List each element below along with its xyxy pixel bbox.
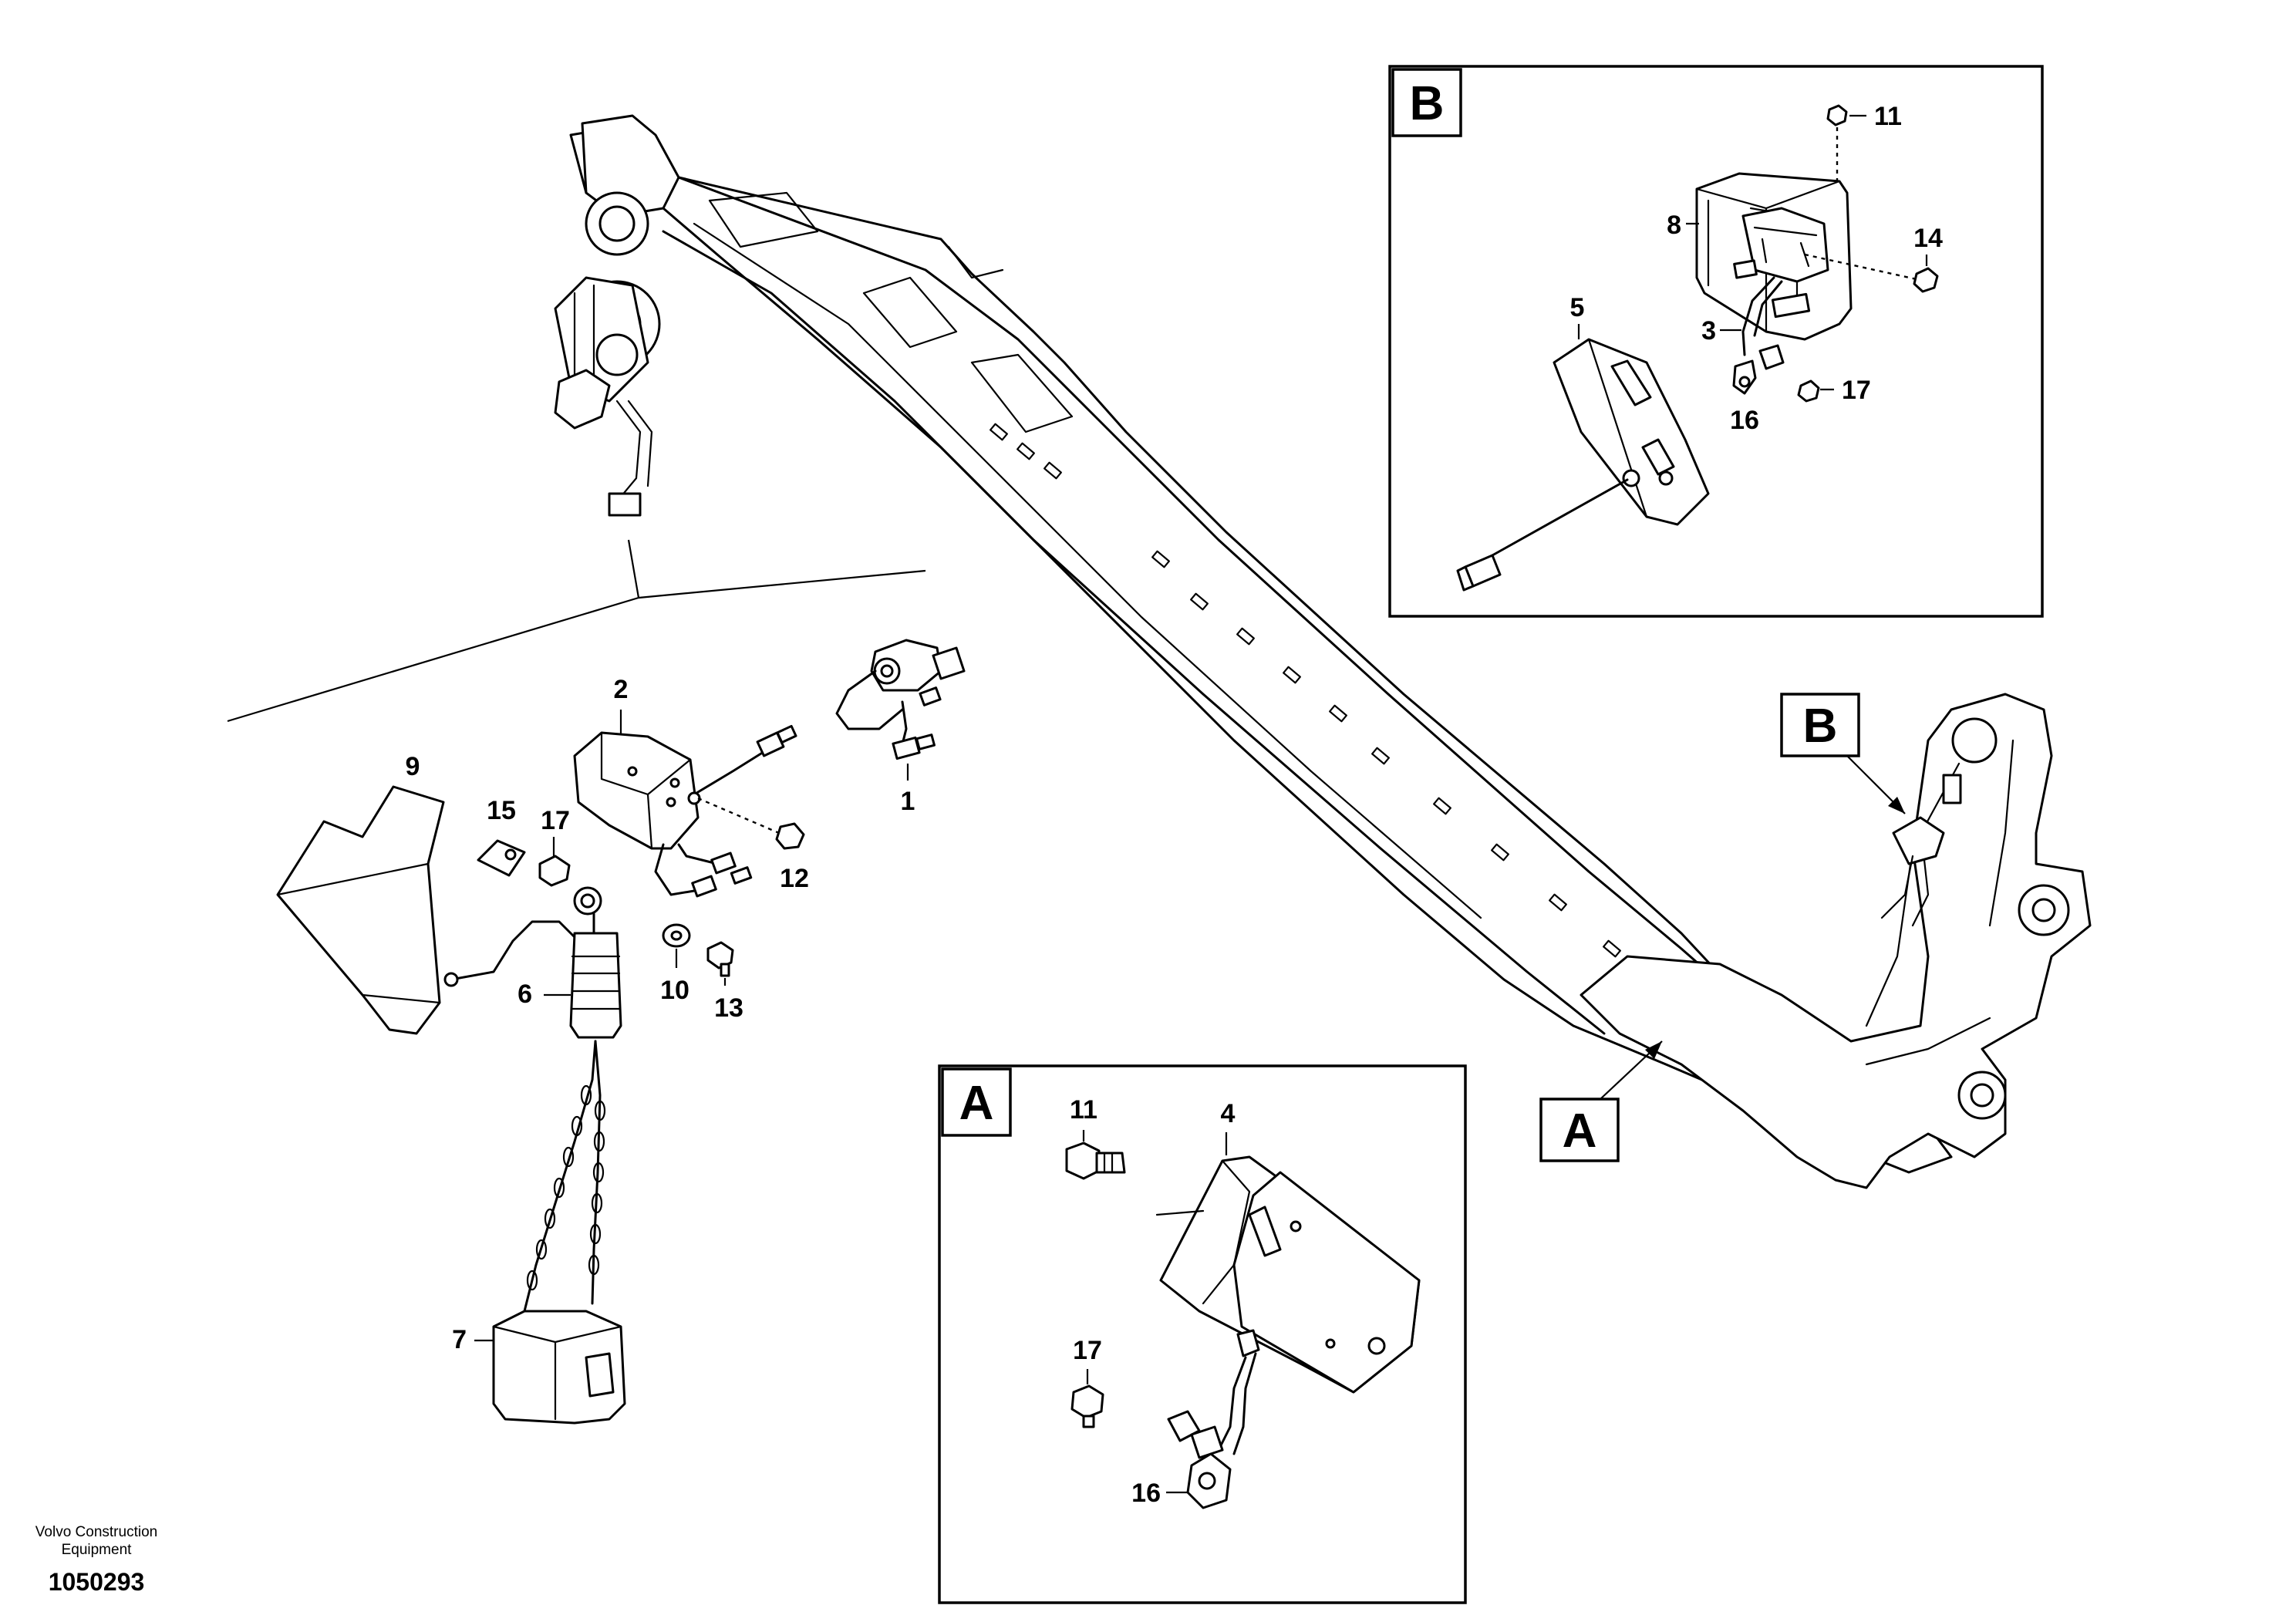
part-6-weight: 6 xyxy=(518,886,622,1039)
callout-15: 15 xyxy=(487,796,516,825)
callout-7: 7 xyxy=(452,1325,467,1354)
detail-a-label: A xyxy=(959,1077,994,1130)
callout-17: 17 xyxy=(541,806,570,835)
callout-2: 2 xyxy=(614,675,629,704)
detail-b-label: B xyxy=(1410,77,1445,130)
explode-leader xyxy=(227,539,926,723)
part-12-bolt: 12 xyxy=(697,797,809,893)
detail-a-callout-11: 11 xyxy=(1070,1095,1097,1125)
detail-b-callout-3: 3 xyxy=(1701,316,1716,346)
callout-13: 13 xyxy=(714,993,743,1023)
detail-b-callout-8: 8 xyxy=(1667,211,1681,240)
callout-9: 9 xyxy=(406,752,420,781)
part-1-sensor: 1 xyxy=(835,639,966,816)
part-10-washer: 10 xyxy=(660,923,691,1005)
detail-a-callout-4: 4 xyxy=(1221,1099,1236,1128)
chain xyxy=(523,1040,606,1313)
detail-b-callout-11: 11 xyxy=(1874,102,1902,131)
callout-6: 6 xyxy=(518,980,532,1009)
location-marker-b: B xyxy=(1780,693,1906,814)
part-7-weight: 7 xyxy=(452,1310,626,1425)
svg-text:B: B xyxy=(1803,700,1838,753)
document-number: 1050293 xyxy=(49,1568,145,1596)
detail-a-callout-17: 17 xyxy=(1073,1336,1102,1365)
detail-view-b: B 11 8 14 5 xyxy=(1388,65,2044,618)
callout-10: 10 xyxy=(660,976,689,1005)
footer: Volvo Construction Equipment 1050293 xyxy=(35,1524,157,1596)
boom-assembly xyxy=(554,114,2092,1189)
part-2-switch-box: 2 xyxy=(573,675,797,898)
detail-b-callout-14: 14 xyxy=(1913,224,1943,253)
part-17-bolt: 17 xyxy=(538,806,571,887)
company-name-line-1: Volvo Construction xyxy=(35,1524,157,1540)
part-15-bracket: 15 xyxy=(477,796,526,877)
part-9-cover: 9 xyxy=(276,752,445,1035)
svg-text:A: A xyxy=(1563,1104,1597,1158)
callout-1: 1 xyxy=(901,787,915,816)
detail-b-callout-17: 17 xyxy=(1842,376,1871,405)
company-name-line-2: Equipment xyxy=(62,1542,133,1558)
detail-a-callout-16: 16 xyxy=(1131,1479,1161,1508)
detail-b-callout-16: 16 xyxy=(1730,406,1759,435)
detail-b-callout-5: 5 xyxy=(1570,293,1585,322)
callout-12: 12 xyxy=(780,864,809,893)
cable-9-6 xyxy=(450,920,576,981)
detail-view-a: A 11 4 16 17 xyxy=(938,1064,1467,1604)
location-marker-a: A xyxy=(1539,1040,1663,1162)
part-13-bolt: 13 xyxy=(706,941,743,1023)
